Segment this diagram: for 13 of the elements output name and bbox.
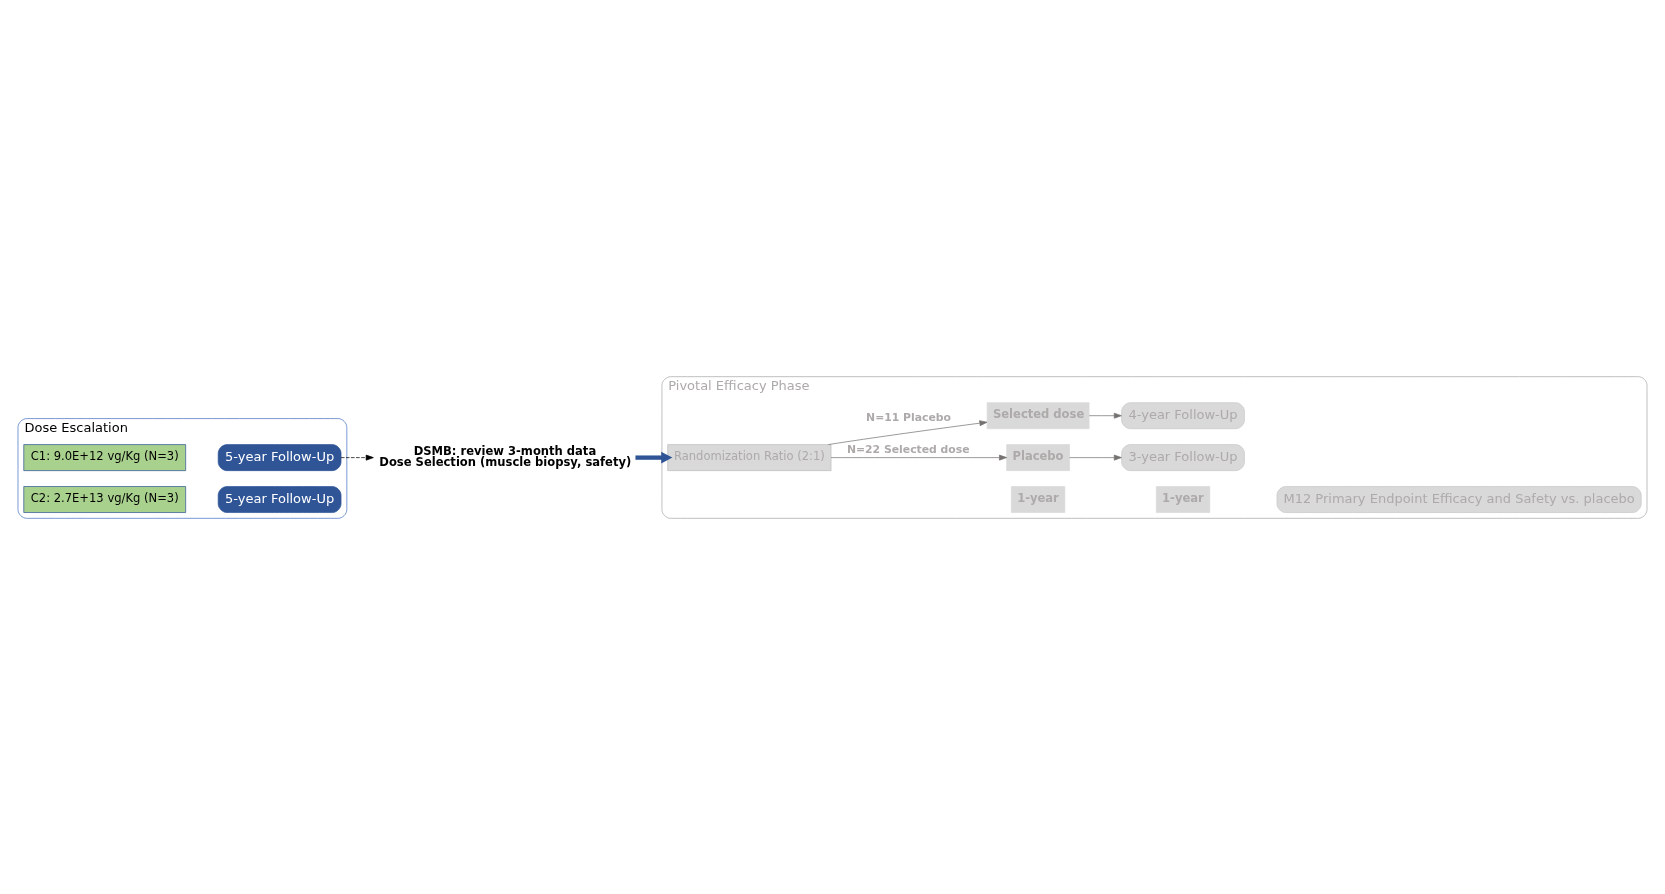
- arrow: [340, 454, 374, 460]
- node-box: 5-year Follow-Up: [217, 443, 342, 471]
- node-box: C1: 9.0E+12 vg/Kg (N=3): [23, 443, 186, 471]
- arrow: [1088, 412, 1122, 419]
- arrow: [830, 454, 1007, 460]
- edge-label: N=11 Placebo: [866, 410, 951, 424]
- arrow: [635, 451, 673, 463]
- node-box: C2: 2.7E+13 vg/Kg (N=3): [23, 485, 186, 513]
- arrow: [827, 419, 988, 445]
- edge-label: N=22 Selected dose: [846, 442, 970, 456]
- node-text: DSMB: review 3-month data Dose Selection (muscle biopsy, safety): [379, 443, 632, 469]
- arrow: [1069, 454, 1122, 460]
- node-box: 5-year Follow-Up: [217, 485, 342, 513]
